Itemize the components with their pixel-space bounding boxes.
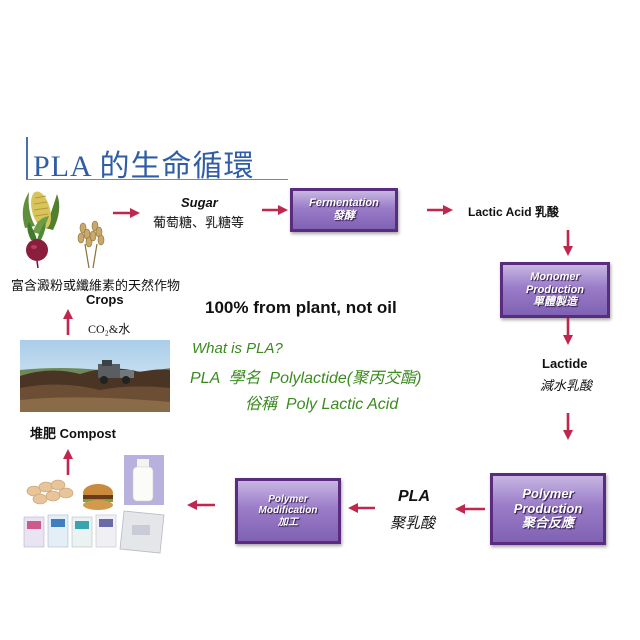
arrow-down-to-polymer-production (563, 413, 573, 440)
polymer-modification-line-1: Polymer (268, 493, 308, 505)
headline: 100% from plant, not oil (205, 298, 397, 317)
polymer-modification-line-3: 加工 (278, 516, 298, 528)
arrow-right-to-fermentation (262, 205, 288, 215)
what-is-line-1: PLA 學名 Polylactide(聚丙交酯) (190, 370, 422, 387)
packaging-icon (23, 514, 117, 548)
arrow-down-to-lactide (563, 318, 573, 345)
compost-label: 堆肥 Compost (30, 426, 116, 441)
polymer-modification-line-2: Modification (258, 505, 318, 517)
arrow-left-to-pla (455, 504, 485, 514)
arrow-left-to-polymer-modification (348, 503, 375, 513)
polymer-production-line-3: 聚合反應 (521, 515, 574, 531)
fermentation-line-2: 發酵 (333, 210, 355, 222)
co2-water-label: CO₂&水 (88, 322, 131, 336)
fermentation-box: Fermentation 發酵 (290, 188, 398, 232)
eggs-icon (26, 479, 74, 505)
bag-icon (119, 510, 165, 554)
pla-sublabel: 聚乳酸 (390, 516, 436, 532)
arrow-down-to-monomer (563, 230, 573, 256)
what-is-question: What is PLA? (192, 340, 283, 357)
lactic-acid-label: Lactic Acid 乳酸 (468, 205, 559, 219)
compost-photo (20, 340, 170, 412)
polymer-modification-box: Polymer Modification 加工 (235, 478, 341, 544)
lactide-label: Lactide (542, 356, 588, 371)
beet-icon (26, 222, 48, 269)
page-title: PLA 的生命循環 (33, 150, 255, 183)
what-is-line-2: 俗稱 Poly Lactic Acid (245, 396, 399, 413)
polymer-production-box: Polymer Production 聚合反應 (490, 473, 606, 545)
monomer-line-1: Monomer (530, 271, 580, 284)
polymer-production-line-2: Production (513, 500, 583, 516)
polymer-production-line-1: Polymer (522, 485, 574, 501)
arrow-right-to-lactic-acid (427, 205, 453, 215)
corn-icon (22, 191, 60, 234)
products-photo (23, 455, 165, 554)
wheat-icon (77, 220, 105, 269)
monomer-production-box: Monomer Production 單體製造 (500, 262, 610, 318)
arrow-left-to-products (187, 500, 215, 510)
crops-image (22, 191, 105, 269)
sugar-label: Sugar (181, 195, 218, 210)
arrow-up-to-compost (63, 449, 73, 475)
crops-caption: 富含澱粉或纖維素的天然作物 (11, 278, 181, 293)
lactide-sublabel: 減水乳酸 (540, 378, 593, 393)
arrow-up-to-crops (63, 309, 73, 335)
monomer-line-2: Production (525, 283, 585, 296)
title-vertical-rule (26, 137, 28, 180)
sugar-sublabel: 葡萄糖、乳糖等 (153, 215, 245, 230)
bottle-icon (132, 459, 154, 502)
title-underline (26, 179, 288, 180)
arrow-right-to-sugar (113, 208, 140, 218)
crops-label: Crops (86, 292, 124, 307)
fermentation-line-1: Fermentation (309, 197, 379, 210)
pla-label: PLA (398, 488, 430, 505)
monomer-line-3: 單體製造 (533, 296, 577, 309)
burger-icon (83, 484, 113, 510)
